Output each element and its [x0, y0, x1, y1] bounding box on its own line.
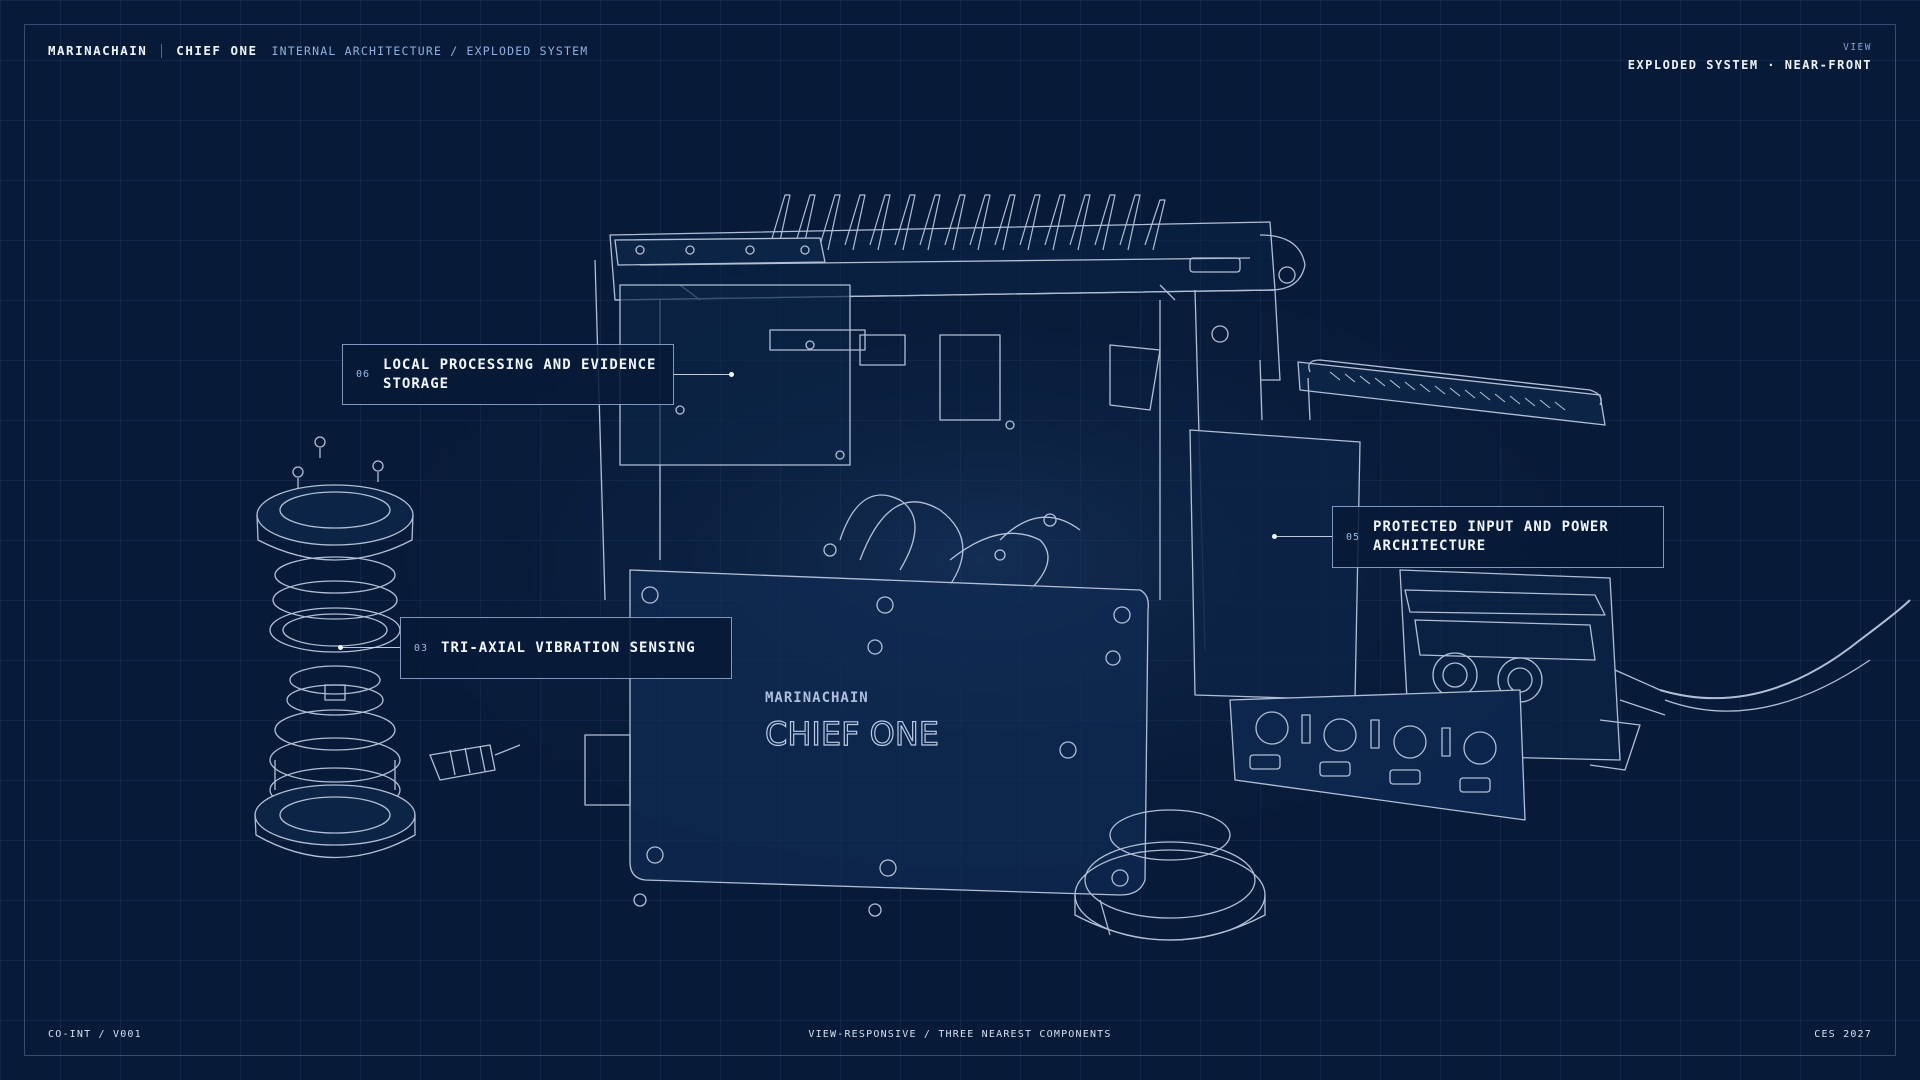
side-heatsink-part: [1259, 359, 1606, 426]
view-indicator: VIEW EXPLODED SYSTEM · NEAR-FRONT: [1628, 42, 1872, 72]
device-product-mark: CHIEF ONE: [765, 715, 939, 753]
callout-leader-line: [1276, 536, 1332, 537]
callout-title: PROTECTED INPUT AND POWER ARCHITECTURE: [1373, 519, 1609, 554]
header-divider: [161, 43, 163, 58]
view-label: VIEW: [1843, 42, 1872, 53]
callout-number: 05: [1346, 531, 1361, 543]
section-title: INTERNAL ARCHITECTURE / EXPLODED SYSTEM: [271, 43, 589, 58]
callout-number: 06: [356, 369, 371, 380]
device-brand-mark: MARINACHAIN: [765, 690, 869, 706]
view-value: EXPLODED SYSTEM · NEAR-FRONT: [1627, 58, 1872, 72]
vibration-sensor-stack: [254, 436, 521, 859]
mount-foot: [1074, 809, 1266, 941]
callout-number: 03: [414, 642, 429, 654]
callout-title: TRI-AXIAL VIBRATION SENSING: [441, 639, 696, 656]
callout-title: LOCAL PROCESSING AND EVIDENCE STORAGE: [383, 356, 657, 392]
callout-anchor-dot: [1272, 534, 1277, 539]
front-cover-plate: [584, 569, 1149, 917]
callout-anchor-dot: [729, 372, 734, 377]
heatsink-fins: [769, 194, 1166, 251]
callout-anchor-dot: [338, 645, 343, 650]
callout-leader-line: [674, 374, 730, 375]
product-name: CHIEF ONE: [176, 43, 258, 58]
power-io-module: [1189, 429, 1911, 821]
callout-vibration-sensing[interactable]: 03 TRI-AXIAL VIBRATION SENSING: [400, 617, 732, 679]
callout-leader-line: [343, 647, 400, 648]
footer-event: CES 2027: [1814, 1029, 1872, 1040]
brand-name: MARINACHAIN: [48, 43, 148, 58]
callout-input-power[interactable]: 05 PROTECTED INPUT AND POWER ARCHITECTUR…: [1332, 506, 1664, 568]
callout-local-processing[interactable]: 06 LOCAL PROCESSING AND EVIDENCE STORAGE: [342, 344, 674, 405]
header-brand: MARINACHAIN CHIEF ONE INTERNAL ARCHITECT…: [48, 43, 588, 58]
footer-mode: VIEW-RESPONSIVE / THREE NEAREST COMPONEN…: [808, 1029, 1112, 1040]
footer-version: CO-INT / V001: [48, 1029, 142, 1040]
